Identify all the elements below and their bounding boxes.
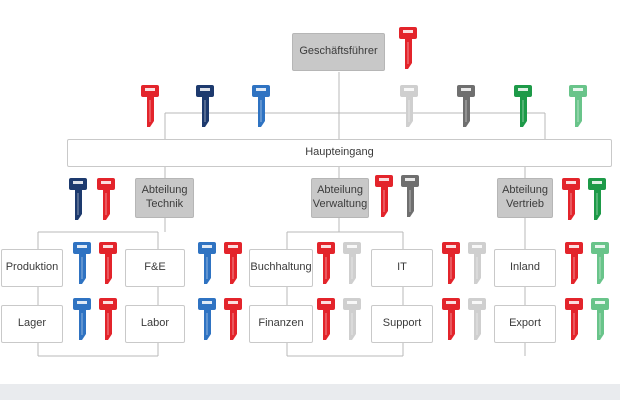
room-lager-label: Lager (17, 317, 47, 330)
key-icon (196, 85, 214, 127)
key-icon (343, 242, 361, 284)
key-icon (565, 242, 583, 284)
key-icon (141, 85, 159, 127)
key-icon (224, 242, 242, 284)
room-fe: F&E (125, 249, 185, 287)
department-verwaltung-line1: Abteilung (317, 184, 363, 197)
key-icon (399, 27, 417, 69)
key-icon (317, 242, 335, 284)
key-icon (99, 298, 117, 340)
department-verwaltung-line2: Verwaltung (312, 198, 368, 210)
key-icon (569, 85, 587, 127)
department-vertrieb-line1: Abteilung (502, 184, 548, 197)
department-verwaltung: Abteilung Verwaltung (311, 178, 369, 218)
footer-bar (0, 384, 620, 400)
department-technik-line1: Abteilung (141, 184, 188, 197)
top-box: Geschäftsführer (292, 33, 385, 71)
key-icon (457, 85, 475, 127)
department-vertrieb: Abteilung Vertrieb (497, 178, 553, 218)
key-icon (224, 298, 242, 340)
room-labor-label: Labor (140, 317, 170, 330)
key-icon (565, 298, 583, 340)
room-buchhaltung-label: Buchhaltung (250, 261, 312, 274)
room-finanzen: Finanzen (249, 305, 313, 343)
key-icon (591, 298, 609, 340)
room-support-label: Support (382, 317, 422, 330)
room-it-label: IT (397, 261, 407, 274)
room-produktion: Produktion (1, 249, 63, 287)
key-icon (442, 242, 460, 284)
top-label: Geschäftsführer (299, 45, 378, 58)
key-icon (588, 178, 606, 220)
key-icon (401, 175, 419, 217)
room-export: Export (494, 305, 556, 343)
room-produktion-label: Produktion (5, 261, 59, 274)
key-icon (514, 85, 532, 127)
key-icon (198, 242, 216, 284)
key-icon (69, 178, 87, 220)
key-icon (343, 298, 361, 340)
key-icon (562, 178, 580, 220)
room-lager: Lager (1, 305, 63, 343)
key-icon (99, 242, 117, 284)
key-icon (400, 85, 418, 127)
room-labor: Labor (125, 305, 185, 343)
room-inland-label: Inland (510, 261, 540, 274)
key-icon (252, 85, 270, 127)
key-icon (198, 298, 216, 340)
key-icon (442, 298, 460, 340)
key-icon (375, 175, 393, 217)
room-it: IT (371, 249, 433, 287)
department-technik: Abteilung Technik (135, 178, 194, 218)
room-inland: Inland (494, 249, 556, 287)
key-icon (73, 242, 91, 284)
key-icon (73, 298, 91, 340)
key-icon (468, 242, 486, 284)
room-fe-label: F&E (144, 261, 166, 274)
key-icon (97, 178, 115, 220)
department-technik-line2: Technik (145, 198, 184, 210)
room-support: Support (371, 305, 433, 343)
main-entrance-label: Haupteingang (305, 146, 374, 159)
key-icon (591, 242, 609, 284)
key-icon (468, 298, 486, 340)
room-finanzen-label: Finanzen (258, 317, 304, 330)
room-export-label: Export (509, 317, 541, 330)
key-icon (317, 298, 335, 340)
main-entrance-bar: Haupteingang (67, 139, 612, 167)
department-vertrieb-line2: Vertrieb (506, 198, 544, 210)
room-buchhaltung: Buchhaltung (249, 249, 313, 287)
